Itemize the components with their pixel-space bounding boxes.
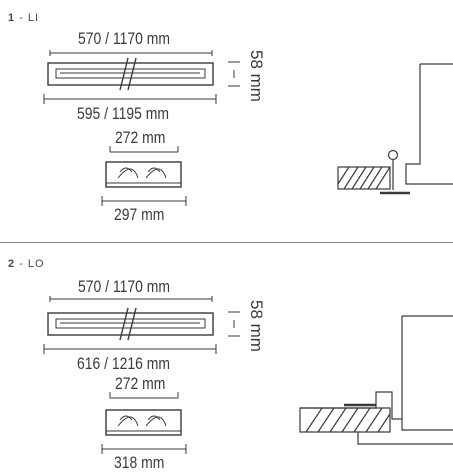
section-separator: -: [19, 12, 24, 24]
width-bottom-label: 318 mm: [114, 453, 165, 472]
section-title: 2 - LO: [8, 258, 45, 270]
section-number: 2: [8, 258, 16, 270]
section-li: 1 - LI: [8, 12, 453, 224]
length-top-label: 570 / 1170 mm: [78, 277, 170, 296]
section-divider: [0, 242, 453, 243]
section-number: 1: [8, 12, 16, 24]
height-label: 58 mm: [247, 50, 266, 102]
fixture-drawing-li: [43, 50, 453, 206]
length-bottom-label: 616 / 1216 mm: [77, 354, 170, 373]
section-code: LI: [27, 12, 40, 24]
section-code: LO: [27, 258, 45, 270]
section-title: 1 - LI: [8, 12, 39, 24]
ceiling-detail-li: [337, 63, 453, 195]
width-top-label: 272 mm: [115, 374, 166, 393]
length-bottom-label: 595 / 1195 mm: [77, 104, 169, 123]
width-top-label: 272 mm: [115, 128, 166, 147]
fixture-drawing-lo: [43, 296, 453, 454]
height-label: 58 mm: [247, 300, 266, 352]
length-top-label: 570 / 1170 mm: [78, 29, 170, 48]
section-lo: 2 - LO: [0, 244, 453, 475]
width-bottom-label: 297 mm: [114, 205, 165, 224]
section-separator: -: [19, 258, 24, 270]
ceiling-detail-lo: [299, 315, 453, 445]
